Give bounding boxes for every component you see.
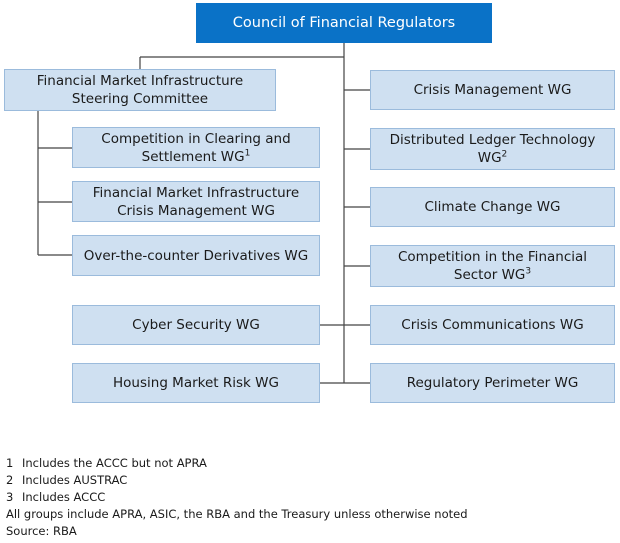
footnote-marker-3: 3: [525, 266, 532, 277]
wg-regulatory-perimeter-label: Regulatory Perimeter WG: [406, 375, 579, 391]
wg-cyber-security-label: Cyber Security WG: [132, 317, 260, 333]
wg-distributed-ledger-box: Distributed Ledger Technology WG2: [370, 128, 615, 170]
wg-otc-derivatives-box: Over-the-counter Derivatives WG: [72, 235, 320, 276]
general-note: All groups include APRA, ASIC, the RBA a…: [6, 507, 468, 521]
footnote-marker-1: 1: [244, 148, 251, 158]
wg-housing-market-box: Housing Market Risk WG: [72, 363, 320, 403]
org-chart: Council of Financial Regulators Financia…: [4, 3, 615, 403]
council-box: Council of Financial Regulators: [196, 3, 492, 43]
wg-otc-derivatives-label: Over-the-counter Derivatives WG: [83, 247, 309, 264]
wg-crisis-communications-label: Crisis Communications WG: [401, 317, 584, 333]
council-label: Council of Financial Regulators: [232, 15, 456, 31]
wg-climate-change-label: Climate Change WG: [424, 199, 561, 215]
wg-distributed-ledger-label: Distributed Ledger Technology WG2: [389, 132, 596, 166]
wg-fmi-crisis-label: Financial Market Infrastructure Crisis M…: [92, 184, 300, 219]
wg-cyber-security-box: Cyber Security WG: [72, 305, 320, 345]
footnote-marker-2: 2: [501, 149, 508, 160]
wg-housing-market-label: Housing Market Risk WG: [113, 375, 279, 391]
wg-competition-financial-label: Competition in the Financial Sector WG3: [397, 249, 588, 283]
wg-crisis-management-box: Crisis Management WG: [370, 70, 615, 110]
connector-lines: [37, 43, 370, 384]
wg-fmi-crisis-box: Financial Market Infrastructure Crisis M…: [72, 181, 320, 222]
steering-committee-label: Financial Market Infrastructure Steering…: [36, 73, 244, 107]
steering-committee-box: Financial Market Infrastructure Steering…: [4, 69, 276, 111]
source-note: Source: RBA: [6, 524, 77, 538]
wg-competition-financial-box: Competition in the Financial Sector WG3: [370, 245, 615, 287]
wg-crisis-communications-box: Crisis Communications WG: [370, 305, 615, 345]
wg-clearing-settlement-box: Competition in Clearing and Settlement W…: [72, 127, 320, 168]
wg-regulatory-perimeter-box: Regulatory Perimeter WG: [370, 363, 615, 403]
wg-climate-change-box: Climate Change WG: [370, 187, 615, 227]
wg-crisis-management-label: Crisis Management WG: [413, 82, 572, 98]
wg-clearing-settlement-label: Competition in Clearing and Settlement W…: [101, 130, 291, 165]
